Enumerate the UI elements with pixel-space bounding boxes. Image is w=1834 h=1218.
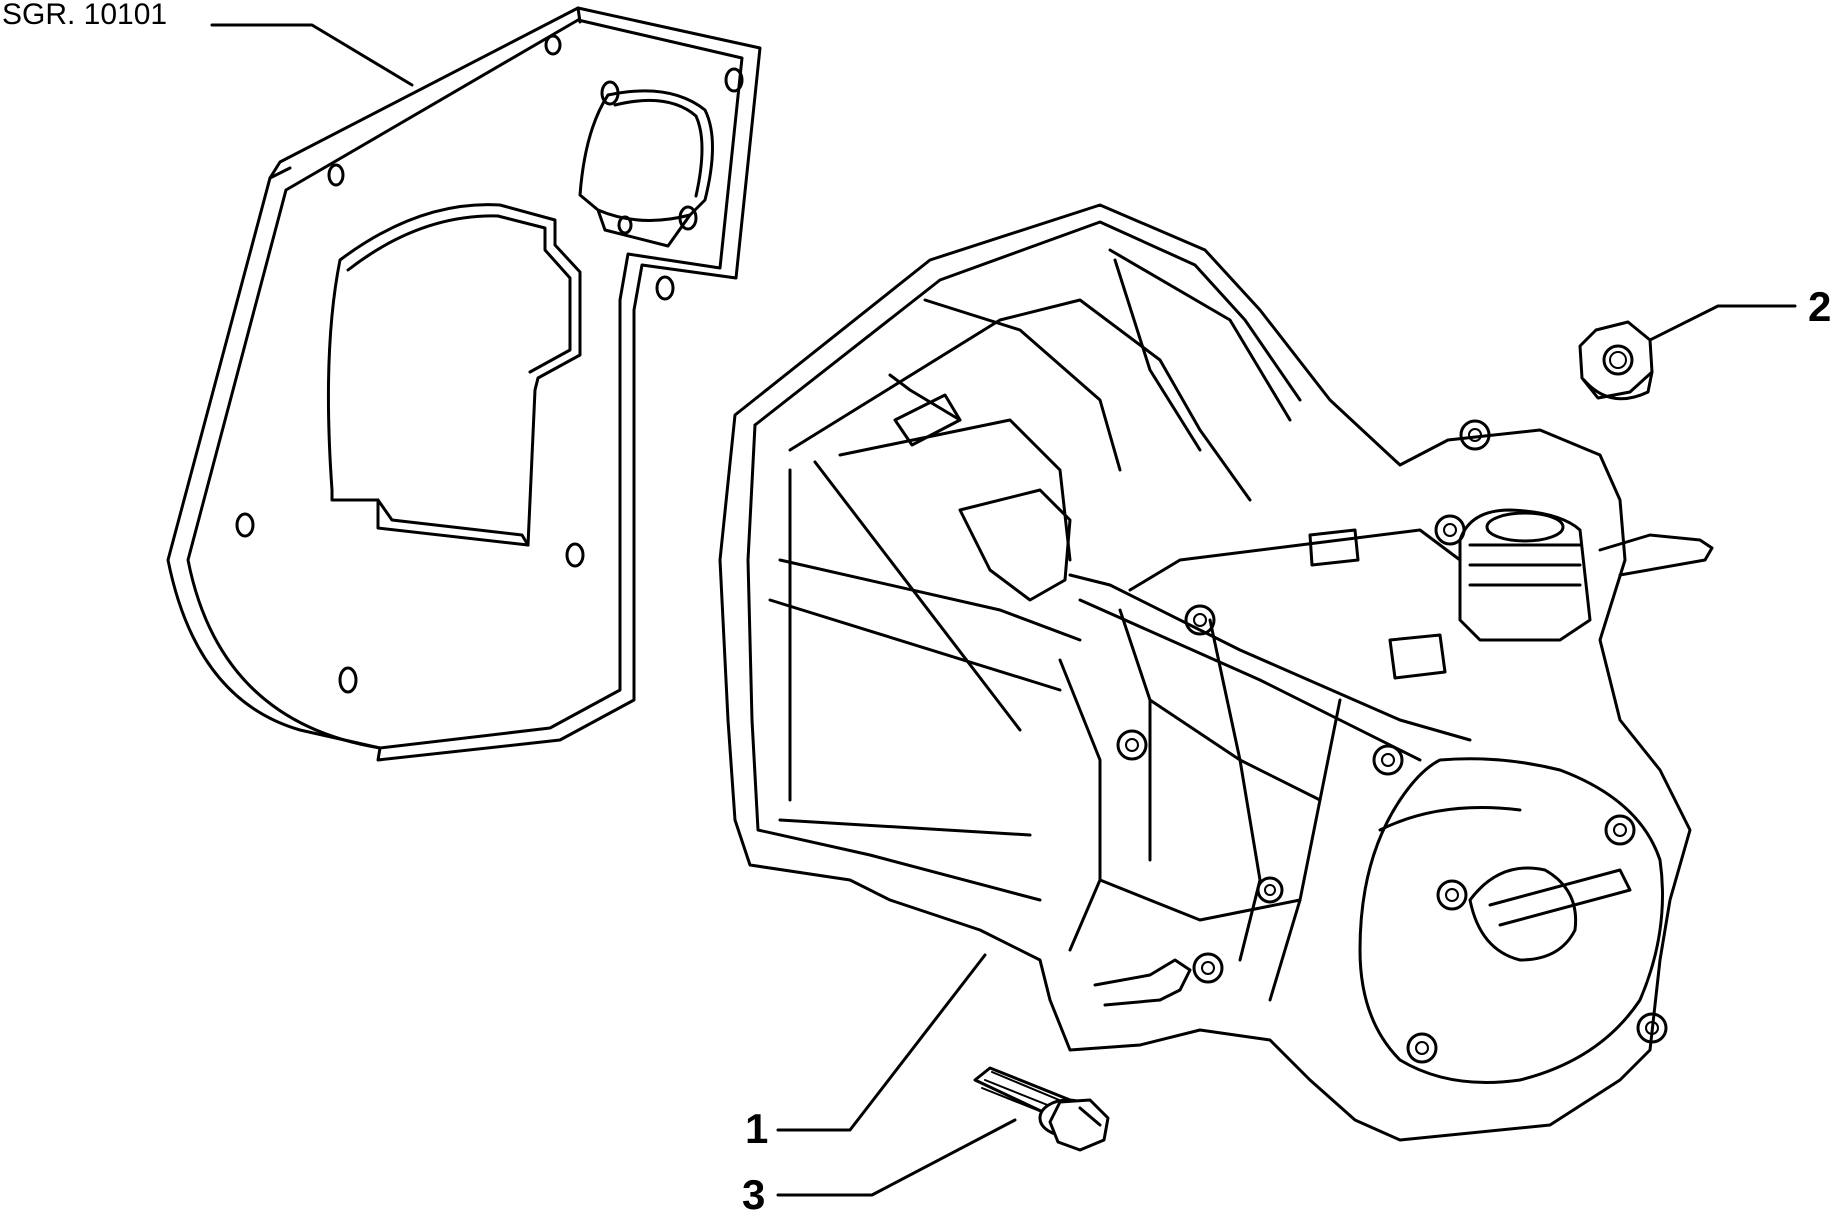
leader-line-2 xyxy=(1648,304,1797,342)
gasket-plate xyxy=(166,6,762,762)
leader-line-3 xyxy=(776,1118,1017,1197)
callout-number-2: 2 xyxy=(1808,283,1832,330)
leader-line-ref xyxy=(210,23,414,87)
flange-bolt xyxy=(973,1066,1110,1152)
housing-bolts xyxy=(1116,419,1668,1064)
leader-line-1 xyxy=(776,953,987,1132)
leader-lines xyxy=(210,23,1797,1197)
callout-number-1: 1 xyxy=(745,1105,769,1152)
callout-number-3: 3 xyxy=(742,1171,766,1218)
gearbox-housing xyxy=(718,203,1714,1142)
flange-nut xyxy=(1578,320,1654,401)
reference-code-label: SGR. 10101 xyxy=(2,0,168,31)
